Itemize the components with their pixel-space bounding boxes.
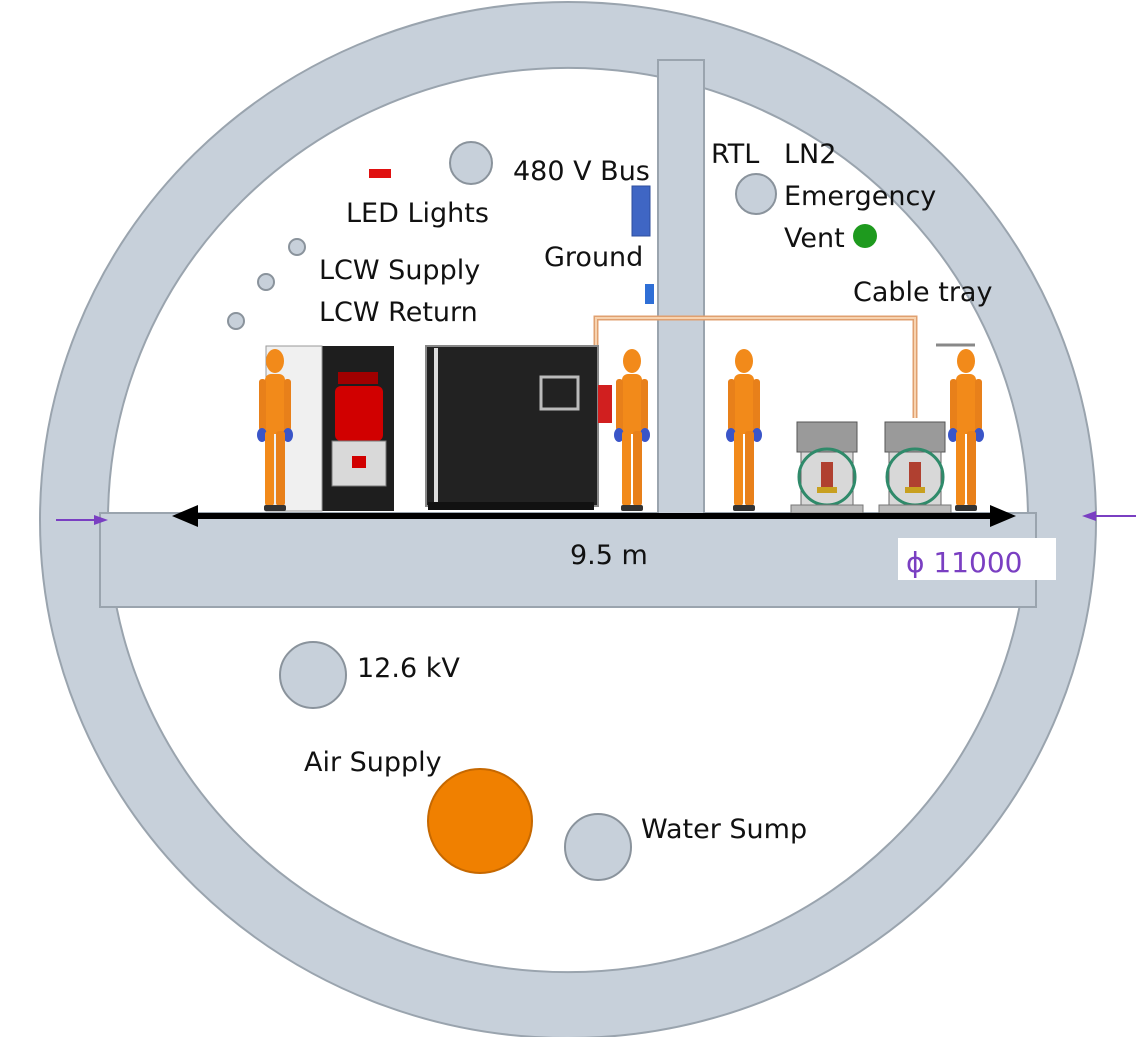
person-figure-3 bbox=[726, 349, 762, 511]
ln2-label: LN2 bbox=[784, 139, 836, 170]
bus-480v-marker bbox=[631, 185, 651, 237]
pipe-circle bbox=[449, 141, 493, 185]
rtl-pipe-circle bbox=[735, 173, 777, 215]
diameter-label: ϕ 11000 bbox=[906, 546, 1022, 579]
air-supply-circle bbox=[427, 768, 533, 874]
equipment-rack-black bbox=[425, 345, 599, 510]
lcw-supply-label: LCW Supply bbox=[319, 255, 480, 286]
ground-label: Ground bbox=[544, 242, 643, 273]
vent-marker bbox=[853, 224, 877, 248]
water-sump-circle bbox=[564, 813, 632, 881]
floor-slab bbox=[99, 512, 1037, 608]
person-figure-2 bbox=[614, 349, 650, 511]
emergency-label: Emergency bbox=[784, 181, 936, 212]
ground-marker bbox=[645, 284, 654, 304]
diameter-label-box bbox=[898, 538, 1056, 580]
floor-width-label: 9.5 m bbox=[570, 540, 648, 571]
air-supply-label: Air Supply bbox=[304, 747, 442, 778]
led-lights-label: LED Lights bbox=[346, 198, 489, 229]
kv-label: 12.6 kV bbox=[357, 653, 460, 684]
kv-pipe-circle bbox=[279, 641, 347, 709]
lcw-pipe-2 bbox=[257, 273, 275, 291]
cryo-vessel-1 bbox=[789, 420, 865, 515]
divider-wall bbox=[657, 59, 705, 516]
water-sump-label: Water Sump bbox=[641, 814, 807, 845]
diameter-arrows bbox=[56, 511, 1136, 525]
person-figure-4 bbox=[948, 349, 984, 511]
rtl-label: RTL bbox=[711, 139, 759, 170]
vent-label: Vent bbox=[784, 223, 845, 254]
led-light-marker bbox=[369, 169, 391, 178]
lcw-pipe-3 bbox=[227, 312, 245, 330]
valve bbox=[598, 385, 612, 423]
bus-480v-label: 480 V Bus bbox=[513, 156, 650, 187]
cryo-vessel-2 bbox=[877, 420, 953, 515]
cable-tray-label: Cable tray bbox=[853, 277, 992, 308]
lcw-pipe-1 bbox=[288, 238, 306, 256]
lcw-return-label: LCW Return bbox=[319, 297, 478, 328]
floor-width-dimension bbox=[172, 505, 1016, 527]
